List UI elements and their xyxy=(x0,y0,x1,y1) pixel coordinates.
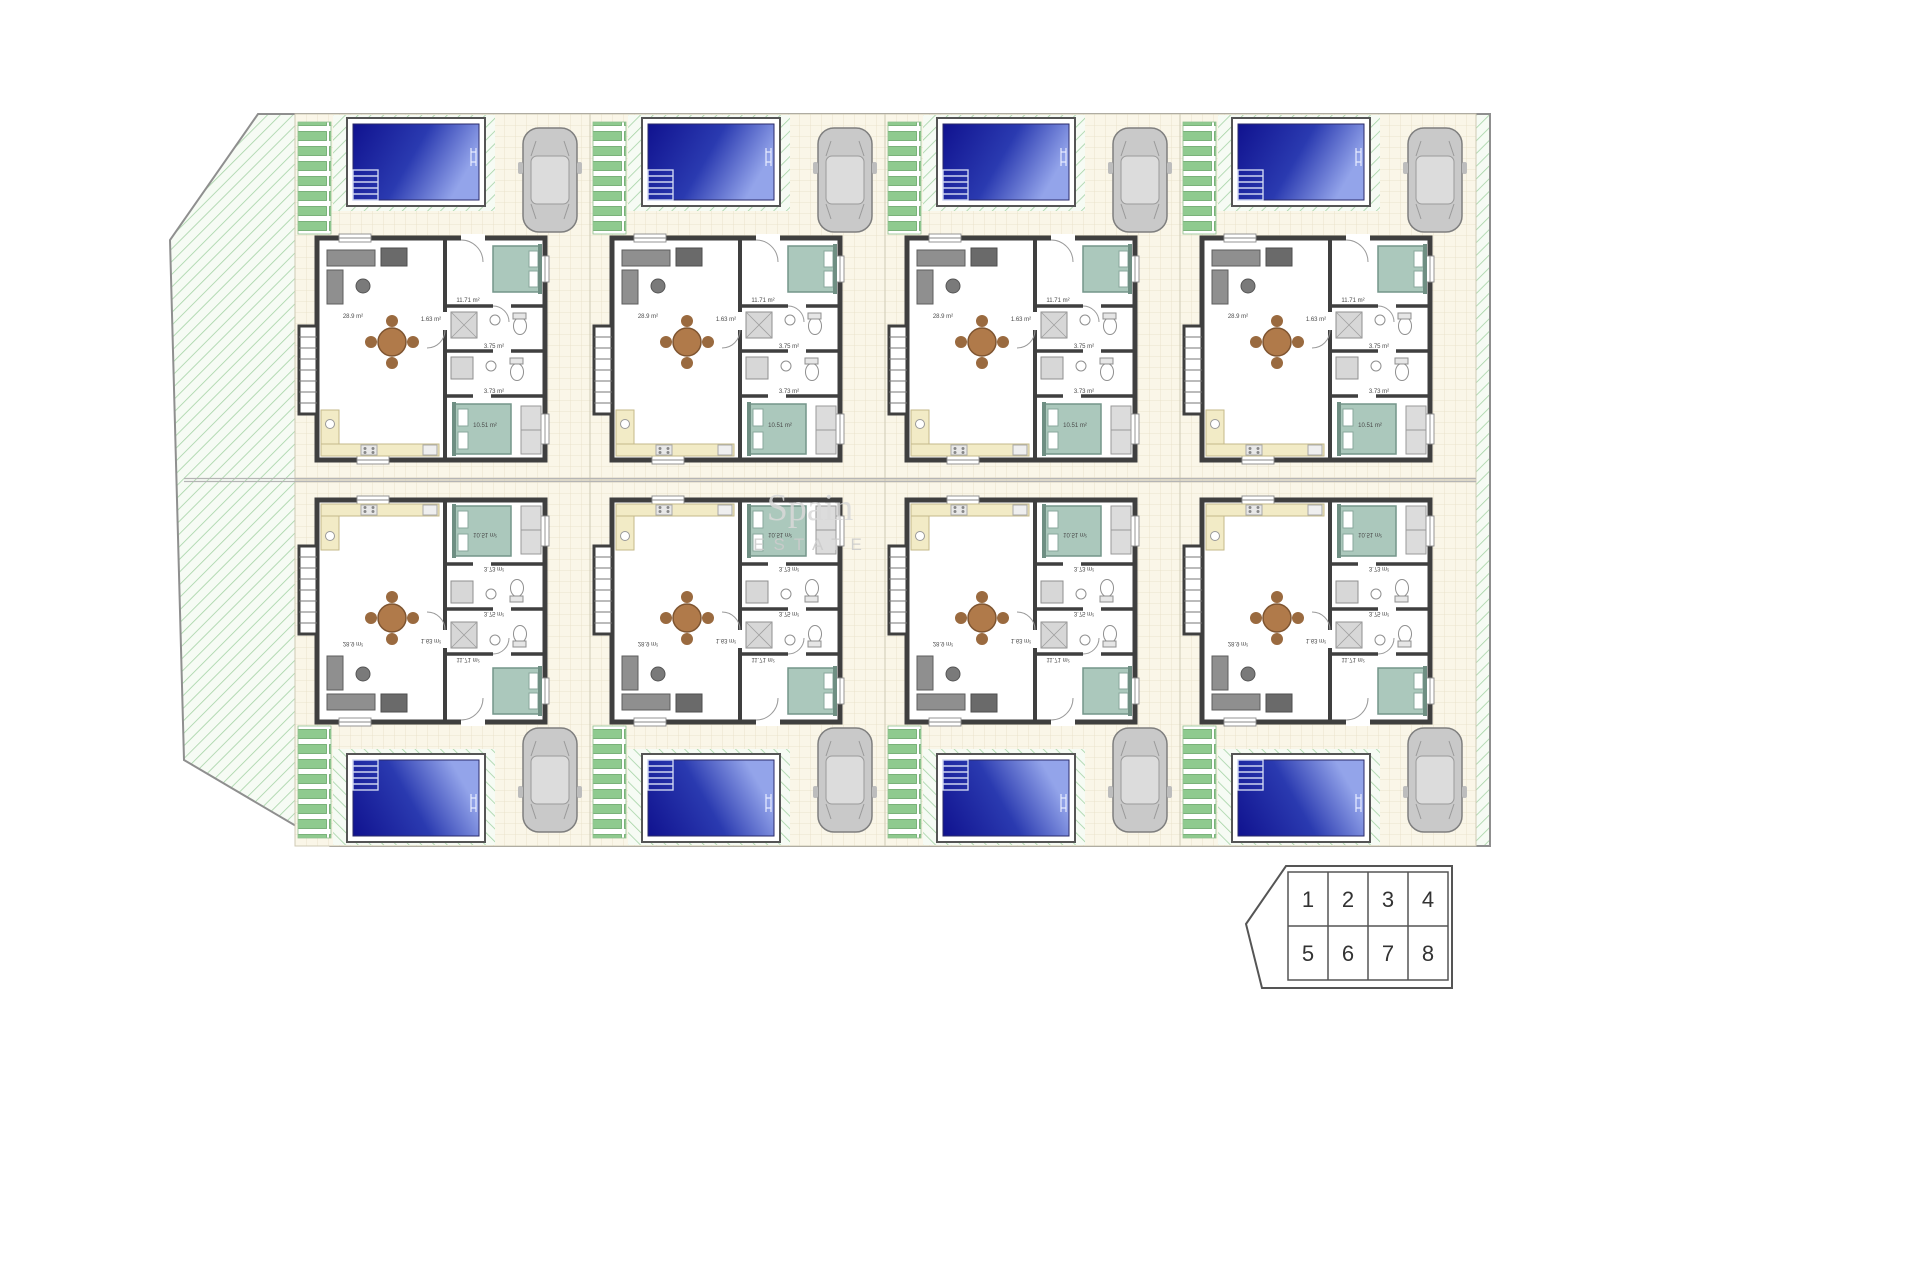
villa-plot-8 xyxy=(1180,480,1476,846)
watermark-line1: Spain xyxy=(767,487,854,529)
legend-cell-7: 7 xyxy=(1382,941,1394,966)
legend-cell-1: 1 xyxy=(1302,887,1314,912)
central-divider xyxy=(184,477,1476,483)
legend-cell-8: 8 xyxy=(1422,941,1434,966)
legend-cell-5: 5 xyxy=(1302,941,1314,966)
legend-cell-3: 3 xyxy=(1382,887,1394,912)
villa-plot-7 xyxy=(885,480,1181,846)
villa-plot-3 xyxy=(885,114,1181,480)
plot-legend: 1 2 3 4 5 6 7 8 xyxy=(1244,865,1453,989)
watermark-line2: ESTATE xyxy=(753,535,871,554)
legend-cell-6: 6 xyxy=(1342,941,1354,966)
legend-grid xyxy=(1287,871,1449,981)
villa-plot-4 xyxy=(1180,114,1476,480)
legend-cell-2: 2 xyxy=(1342,887,1354,912)
villa-plot-2 xyxy=(590,114,886,480)
villa-plot-5 xyxy=(295,480,591,846)
legend-cell-4: 4 xyxy=(1422,887,1434,912)
legend-outline xyxy=(1244,865,1453,989)
villa-plot-1 xyxy=(295,114,591,480)
watermark: Spain ESTATE xyxy=(753,487,871,554)
